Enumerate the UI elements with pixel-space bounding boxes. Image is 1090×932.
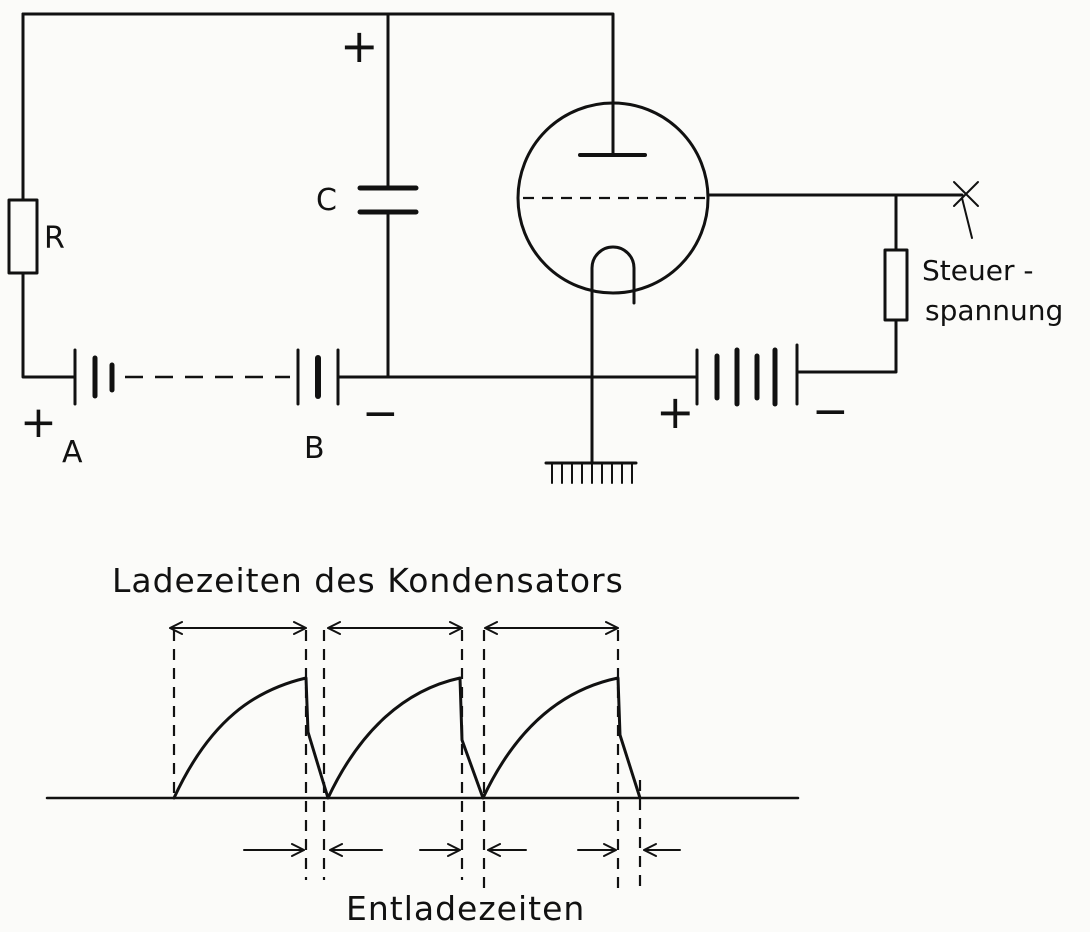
label-plus-a: + xyxy=(20,397,57,448)
battery-a xyxy=(73,348,115,406)
label-b: B xyxy=(304,431,325,466)
discharge-time-arrows xyxy=(243,843,681,857)
battery-grid-bias xyxy=(695,343,799,407)
gas-tube xyxy=(516,101,710,305)
label-minus-b: − xyxy=(362,388,399,439)
sawtooth-waveform xyxy=(172,676,642,800)
battery-b xyxy=(296,348,340,406)
tube-cathode xyxy=(590,245,636,305)
wire-grid-resistor-bottom xyxy=(795,318,898,374)
grid-resistor xyxy=(883,248,909,322)
label-charge-times: Ladezeiten des Kondensators xyxy=(112,561,624,600)
ground-symbol xyxy=(544,461,638,484)
wire-top xyxy=(21,12,615,115)
label-control-voltage-1: Steuer - xyxy=(922,254,1033,287)
charge-time-arrows xyxy=(169,621,619,635)
label-discharge-times: Entladezeiten xyxy=(346,889,585,928)
label-plus-grid-battery: + xyxy=(656,385,695,439)
label-minus-grid-battery: − xyxy=(812,386,849,437)
label-capacitor-c: C xyxy=(316,183,337,218)
timing-diagram: Ladezeiten des Kondensators xyxy=(45,561,800,928)
label-plus-top: + xyxy=(340,19,379,73)
dashed-markers xyxy=(172,630,642,892)
label-a: A xyxy=(62,435,83,470)
label-control-voltage-2: spannung xyxy=(925,294,1063,327)
terminal-x xyxy=(953,181,979,207)
resistor-r xyxy=(7,198,39,275)
terminal-lead xyxy=(961,197,973,239)
circuit-diagram: R C + + A B − + − Steuer - spannung xyxy=(7,12,1063,484)
wire-left-lower xyxy=(21,271,77,379)
label-resistor-r: R xyxy=(44,221,65,256)
